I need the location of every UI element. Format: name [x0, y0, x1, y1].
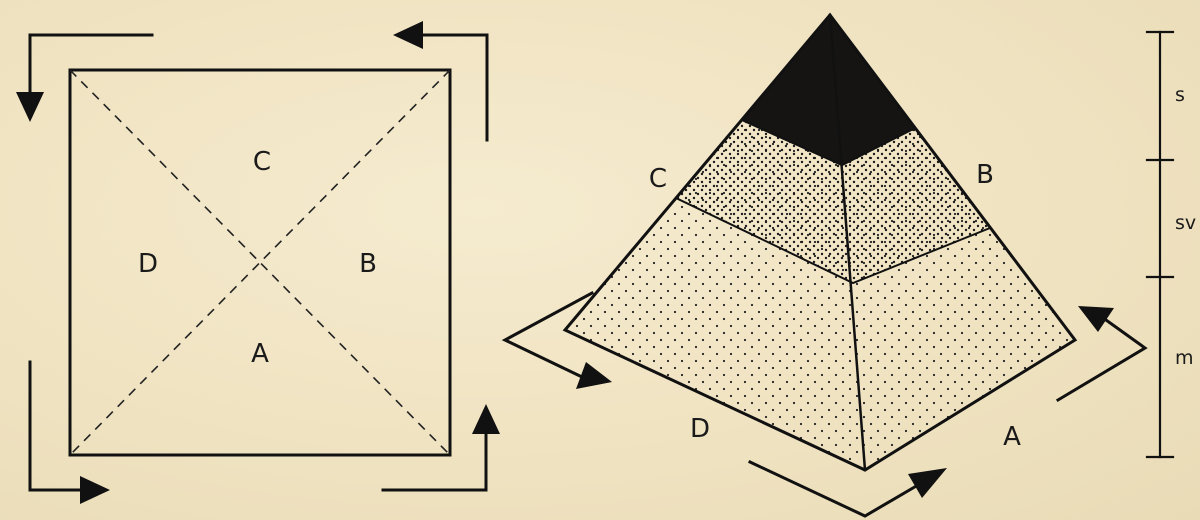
diagonal-2 [69, 69, 451, 456]
pyramid: C B D A [501, 12, 1148, 518]
scale-label-sv: sv [1175, 212, 1196, 234]
arrow-bottom-left-icon [28, 360, 110, 504]
scale-label-m: m [1175, 347, 1194, 369]
arrow-pyramid-bottom-icon [748, 460, 947, 518]
diagonal-1 [69, 69, 451, 456]
arrow-bottom-right-icon [381, 404, 500, 492]
pyramid-front-edge [828, 13, 867, 472]
arrow-top-right-icon [393, 21, 489, 142]
pyramid-label-a: A [1003, 422, 1021, 452]
square-label-c: C [253, 147, 271, 177]
arrow-pyramid-right-icon [1055, 306, 1148, 403]
zone-scale: s sv m [1145, 30, 1196, 459]
square-label-b: B [359, 249, 377, 279]
arrow-top-left-icon [16, 33, 154, 122]
pyramid-cap [742, 15, 915, 165]
square-plan: C D B A [16, 21, 500, 504]
square-label-a: A [251, 339, 269, 369]
pyramid-label-d: D [690, 414, 710, 444]
pyramid-label-b: B [976, 160, 994, 190]
scale-label-s: s [1175, 84, 1185, 106]
square-outline [68, 68, 452, 457]
arrow-pyramid-left-icon [501, 290, 612, 389]
square-label-d: D [138, 249, 158, 279]
pyramid-label-c: C [649, 164, 667, 194]
